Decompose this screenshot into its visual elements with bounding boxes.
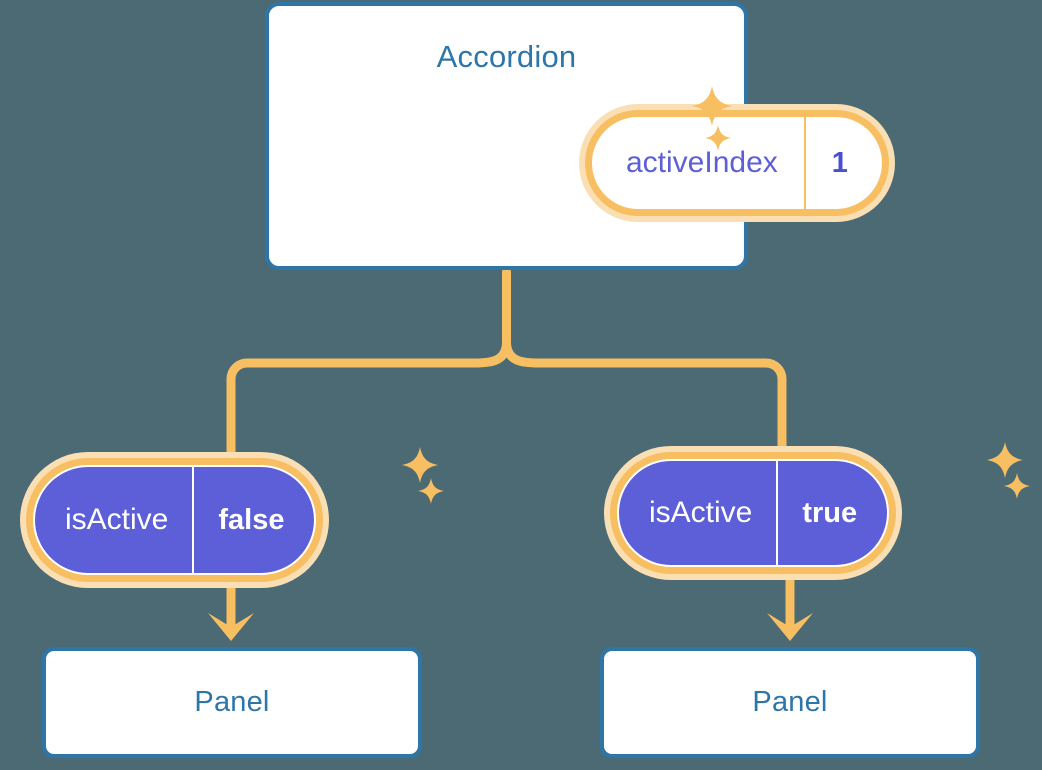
sparkle-icon-root-small (704, 124, 732, 152)
sparkle-icon-root-large (690, 84, 734, 128)
connector-to-left-pill (226, 337, 511, 460)
component-title-panel-left: Panel (194, 686, 270, 718)
prop-badge-ring: isActive true (610, 452, 897, 574)
prop-key-isactive-left: isActive (65, 503, 169, 536)
sparkle-icon-left-large (400, 445, 440, 485)
sparkle-icon-right-small (1003, 472, 1031, 500)
sparkle-icon-left-small (417, 477, 445, 505)
prop-key-isactive-right: isActive (649, 496, 753, 529)
component-accordion[interactable]: Accordion activeIndex 1 (265, 2, 895, 270)
arrow-down-icon-right (767, 580, 813, 641)
prop-badge-isactive-left[interactable]: isActive false (20, 452, 330, 588)
prop-badge-activeindex[interactable]: activeIndex 1 (579, 104, 895, 222)
connector-to-right-pill (502, 337, 787, 460)
arrow-down-icon-left (208, 588, 254, 641)
component-panel-left[interactable]: Panel (42, 647, 422, 758)
component-title-accordion: Accordion (436, 39, 577, 74)
component-panel-right[interactable]: Panel (600, 647, 980, 758)
prop-key-activeindex: activeIndex (626, 146, 778, 179)
prop-badge-body: activeIndex 1 (592, 117, 882, 209)
prop-badge-body: isActive true (617, 459, 890, 567)
prop-badge-isactive-right[interactable]: isActive true (604, 446, 903, 580)
prop-badge-ring: isActive false (26, 458, 324, 582)
prop-value-isactive-left: false (192, 467, 314, 573)
prop-value-isactive-right: true (776, 461, 887, 565)
prop-badge-ring: activeIndex 1 (585, 110, 889, 216)
prop-value-activeindex: 1 (803, 117, 882, 209)
component-title-panel-right: Panel (752, 686, 828, 718)
prop-badge-body: isActive false (33, 465, 317, 575)
sparkle-icon-right-large (985, 440, 1025, 480)
